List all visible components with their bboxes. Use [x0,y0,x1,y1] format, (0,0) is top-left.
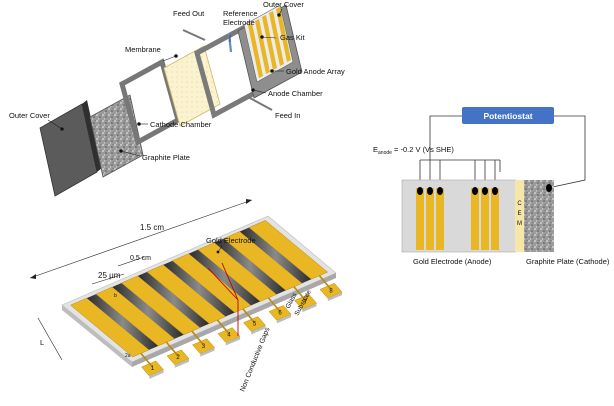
pad-trace [216,319,230,335]
non-conductive-gap [112,282,184,339]
circuit-gold-strips [416,188,499,250]
feed-out-label: Feed Out [173,9,205,18]
non-conductive-gap [163,260,235,317]
feed-in-arrow [247,96,273,111]
pad-number: 2 [176,355,180,361]
pad-trace [242,308,256,324]
cem-letter-m: M [517,221,522,227]
reference-electrode-rod [227,33,233,53]
pad-number: 4 [227,333,231,339]
anode-wire [429,115,462,160]
potentiostat-box [462,107,554,124]
length-dimension-line [37,317,63,361]
e-anode-label: Eanode = -0.2 V (Vs SHE) [373,145,454,156]
contact-pad-edge [302,303,317,313]
gap-leader-2 [207,267,239,301]
gold-strip [248,220,329,280]
non-conductive-gap [86,294,159,350]
circuit-diagram: Potentiostat Eanode = -0.2 V (Vs SHE) C … [373,107,610,266]
pad-number: 7 [304,299,308,305]
cem-letter-c: C [517,201,522,207]
contact-pad-edge [327,292,343,302]
pad-trace [165,341,179,357]
pad-trace [140,352,154,368]
feed-out-arrow [182,29,206,41]
pad-trace [191,330,205,346]
outer-cover-left-label: Outer Cover [9,111,50,120]
gold-electrode-label: Gold Electrode [206,236,256,245]
non-conductive-gap [188,249,261,306]
contact-pad-edge [174,358,190,368]
contact-pad-edge [225,336,241,346]
gold-anode-strips [248,7,291,78]
gas-kit-label: Gas Kit [280,33,306,42]
cathode-wire [547,115,586,189]
two-a-label: 2a [125,353,131,359]
graphite-cathode-label: Graphite Plate (Cathode) [526,257,610,266]
cathode-chamber-label: Cathode Chamber [150,120,212,129]
contact-pad-edge [149,369,164,379]
cathode-contact [546,184,552,192]
anode-chamber-label: Anode Chamber [268,89,323,98]
anode-contacts [417,187,498,195]
contact-pad-edge [200,347,215,357]
potentiostat-label: Potentiostat [483,111,532,121]
contact-pad-edge [251,325,266,335]
pad-trace [267,297,281,313]
pad-number: 1 [151,366,155,372]
spacing-dimension-label: 0.5 cm [130,255,151,262]
cem-membrane [515,180,524,252]
gap-leader-1 [221,262,239,301]
gold-anode-array-label: Gold Anode Array [286,67,345,76]
gold-electrode-anode-label: Gold Electrode (Anode) [413,257,492,266]
electrode-array: 1 2 3 4 5 6 7 8 1.5 cm Gold Electrode 0.5 cm 25… [29,199,343,393]
contact-pad-edge [276,314,292,324]
pad-number: 8 [329,288,333,294]
non-conductive-gaps-label: Non Conductive Gaps [239,326,271,393]
contact-pads: 1 2 3 4 5 6 7 8 [140,275,343,379]
pad-number: 5 [253,322,257,328]
non-conductive-gap [137,271,210,328]
outer-cover-top-label: Outer Cover [263,0,304,9]
l-label: L [40,338,44,347]
pad-number: 6 [278,311,282,317]
gold-electrode-stripes [70,220,329,358]
pad-trace [318,275,332,290]
feed-in-label: Feed In [275,111,300,120]
membrane-sheet [163,45,221,127]
pad-number: 3 [202,344,206,350]
pad-trace [293,286,307,301]
b-label: b [114,293,117,299]
non-conductive-gap [239,227,312,284]
reference-electrode-label-2: Electrode [223,18,255,27]
non-conductive-gap [214,238,286,295]
graphite-plate-label: Graphite Plate [142,153,190,162]
width-dimension-line [29,199,253,279]
width-dimension-label: 1.5 cm [140,223,164,232]
membrane-label: Membrane [125,45,161,54]
exploded-view: Outer Cover Feed Out Reference Electrode… [9,0,345,197]
gap-dimension-label: 25 μm [98,271,121,280]
cem-letter-e: E [517,211,521,217]
reference-electrode-label-1: Reference [223,9,258,18]
